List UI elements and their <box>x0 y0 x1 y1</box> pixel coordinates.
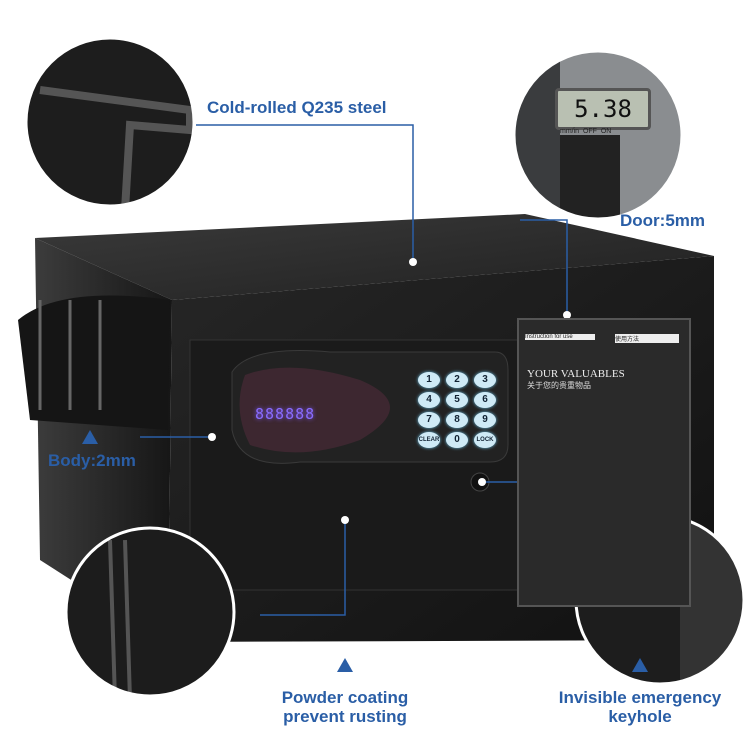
keypad-display: 888888 <box>255 405 316 423</box>
caliper-closeup <box>514 51 682 219</box>
key-2[interactable]: 2 <box>446 372 468 388</box>
key-1[interactable]: 1 <box>418 372 440 388</box>
callout-coating: Powder coating prevent rusting <box>282 688 409 726</box>
caliper-unit: mm/in OFF ON <box>560 128 612 135</box>
caliper-display: 5.38 <box>555 88 651 130</box>
coating-closeup <box>66 528 234 696</box>
safe-top <box>35 214 714 300</box>
display-window <box>239 367 390 453</box>
marker-dots <box>208 258 571 524</box>
instruction-subtitle: 关于您的贵重物品 <box>527 381 591 390</box>
key-5[interactable]: 5 <box>446 392 468 408</box>
triangle-markers <box>82 430 648 672</box>
callout-keyhole-line2: keyhole <box>608 707 672 726</box>
key-lock[interactable]: LOCK <box>474 432 496 448</box>
key-0[interactable]: 0 <box>446 432 468 448</box>
instruction-title: YOUR VALUABLES <box>527 368 625 380</box>
steel-closeup <box>26 38 194 206</box>
key-3[interactable]: 3 <box>474 372 496 388</box>
callout-door: Door:5mm <box>620 211 706 230</box>
callout-body: Body:2mm <box>48 451 136 470</box>
key-6[interactable]: 6 <box>474 392 496 408</box>
key-4[interactable]: 4 <box>418 392 440 408</box>
callout-coating-line2: prevent rusting <box>283 707 407 726</box>
key-clear[interactable]: CLEAR <box>418 432 440 448</box>
instruction-panel: Instruction for use 使用方法 YOUR VALUABLES … <box>517 318 691 607</box>
callout-keyhole-line1: Invisible emergency <box>558 688 722 707</box>
callout-keyhole: Invisible emergency keyhole <box>559 688 722 726</box>
callout-coating-line1: Powder coating <box>281 688 409 707</box>
key-7[interactable]: 7 <box>418 412 440 428</box>
instruction-header-en: Instruction for use <box>525 334 595 340</box>
instruction-header-cn: 使用方法 <box>615 334 679 343</box>
body-thickness-closeup <box>18 295 170 430</box>
callout-steel: Cold-rolled Q235 steel <box>207 98 387 117</box>
key-8[interactable]: 8 <box>446 412 468 428</box>
key-9[interactable]: 9 <box>474 412 496 428</box>
